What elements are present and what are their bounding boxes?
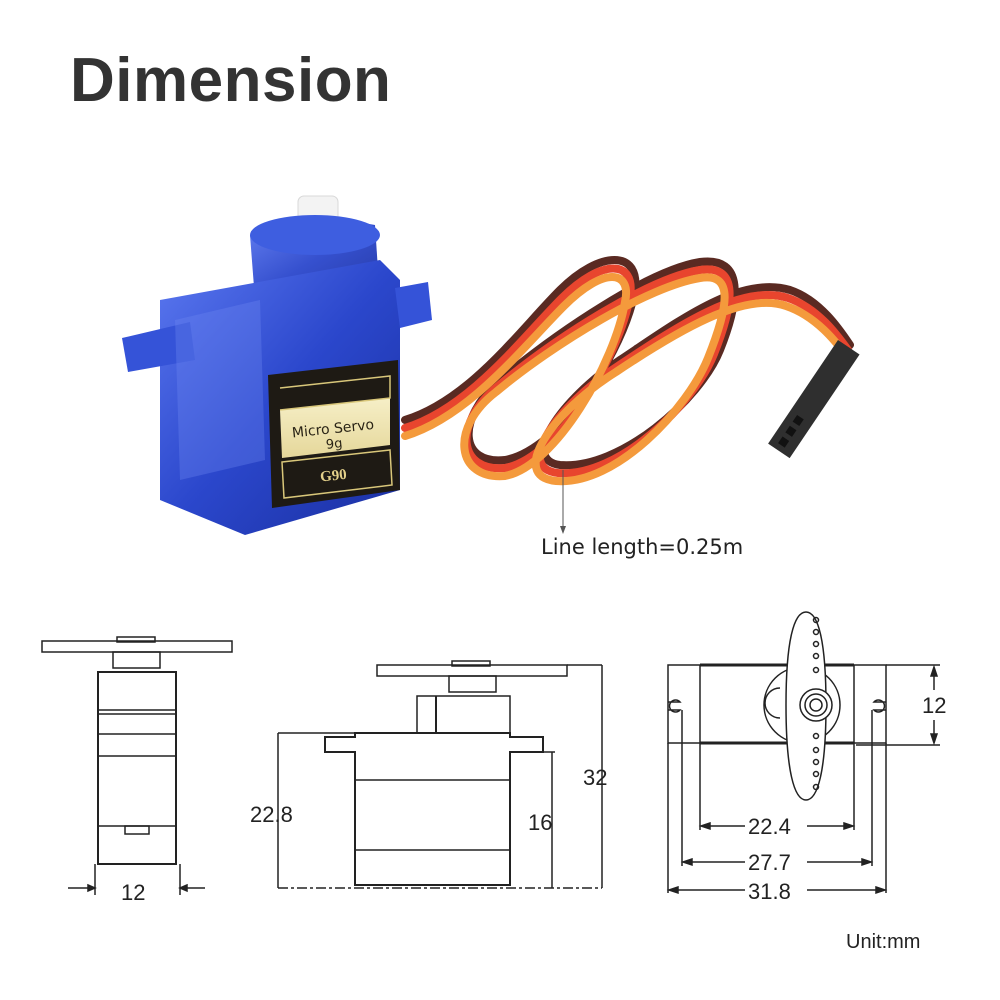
page-title: Dimension [70,46,392,115]
line-length-label: Line length=0.25m [541,535,744,559]
body-length-label: 22.4 [748,814,791,839]
servo-photo: Micro Servo 9g G90 [122,195,860,535]
servo-label: Micro Servo 9g G90 [268,360,400,508]
side-view-drawing [41,636,233,895]
total-height-label: 32 [583,765,607,790]
connector-plug [768,340,860,459]
model-text: G90 [319,467,347,486]
unit-label: Unit:mm [846,931,921,953]
technical-drawings: 12 22.8 16 32 [41,611,946,905]
side-width-label: 12 [121,880,145,905]
front-view-drawing [277,660,603,889]
servo-body: Micro Servo 9g G90 [122,195,432,535]
top-view-drawing [666,611,940,895]
hole-spacing-label: 27.7 [748,850,791,875]
label-line2: 9g [325,436,343,453]
bracket-height-label: 16 [528,810,552,835]
total-length-label: 31.8 [748,879,791,904]
body-height-label: 22.8 [250,802,293,827]
depth-label: 12 [922,693,946,718]
servo-cable [401,256,854,486]
